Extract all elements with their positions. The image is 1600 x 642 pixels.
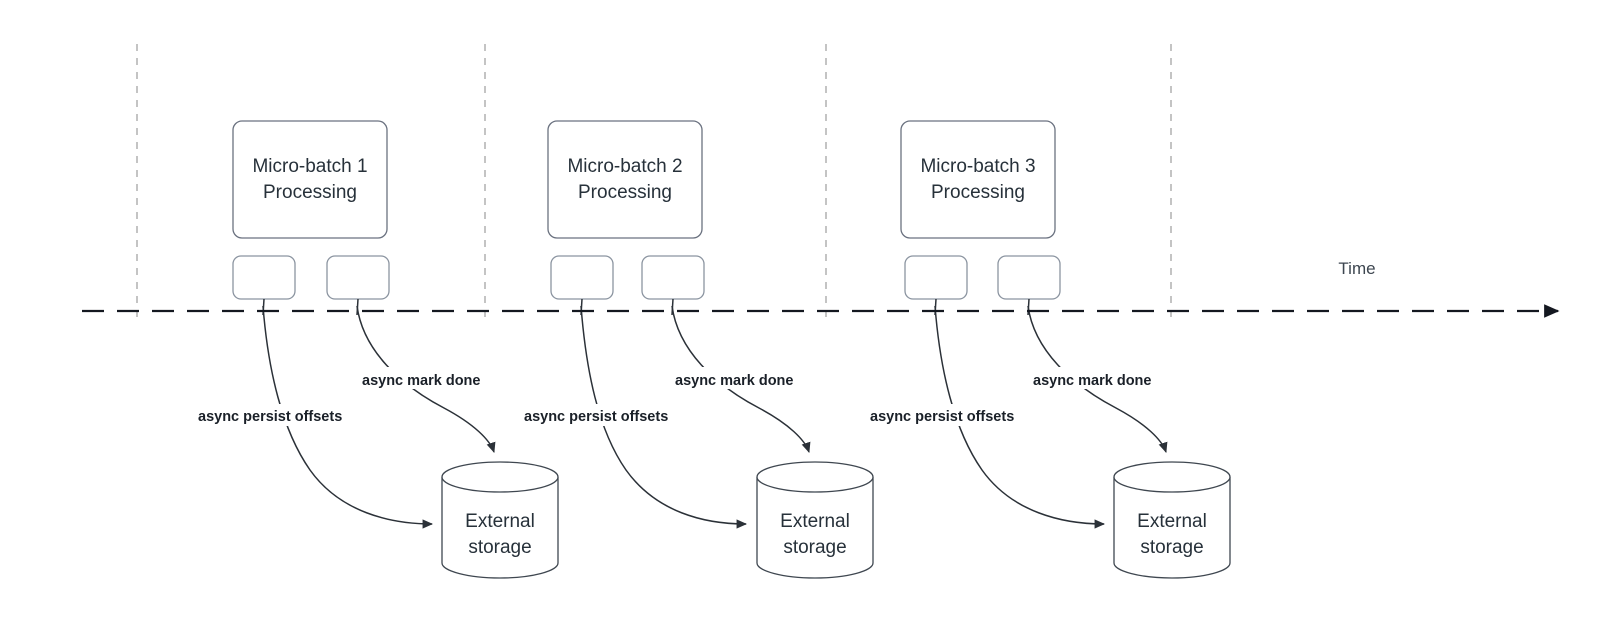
flow-labels: async persist offsets async mark done as…: [196, 367, 1174, 426]
microbatch-process-label-line1: Micro-batch 1: [252, 156, 367, 177]
external-storage-label-line2: storage: [468, 537, 531, 558]
external-storage-cylinder-top-3: [1113, 461, 1231, 493]
task-box-3b[interactable]: [997, 255, 1061, 300]
external-storage-label-line1: External: [1137, 511, 1207, 532]
label-backdrop: [1031, 367, 1174, 389]
external-storage-label-line2: storage: [783, 537, 846, 558]
flow-arrow-mark-done-3: [1027, 305, 1168, 453]
microbatch-process-box-1[interactable]: [232, 120, 388, 239]
task-box-1a[interactable]: [232, 255, 296, 300]
flow-label-mark-done-3: async mark done: [1033, 373, 1151, 389]
microbatch-process-box-2[interactable]: [547, 120, 703, 239]
microbatch-process-box-3[interactable]: [900, 120, 1056, 239]
external-storage-label-line1: External: [780, 511, 850, 532]
label-backdrop: [673, 367, 816, 389]
flow-arrow-persist-offsets-3: [934, 305, 1106, 529]
external-storage-label-line2: storage: [1140, 537, 1203, 558]
label-backdrop: [868, 404, 1046, 426]
microbatch-process-label-line2: Processing: [578, 182, 672, 203]
external-storage-label-line1: External: [465, 511, 535, 532]
external-storage-cylinder-top-1: [441, 461, 559, 493]
microbatch-process-label-line2: Processing: [263, 182, 357, 203]
microbatch-process-label-line1: Micro-batch 2: [567, 156, 682, 177]
flow-label-mark-done-1: async mark done: [362, 373, 480, 389]
group-1: Micro-batch 1 Processing External storag…: [232, 120, 559, 579]
external-storage-cylinder-body-2[interactable]: [756, 477, 874, 579]
external-storage-cylinder-body-1[interactable]: [441, 477, 559, 579]
label-backdrop: [522, 404, 700, 426]
timeline-label: Time: [1338, 259, 1375, 278]
external-storage-cylinder-top-2: [756, 461, 874, 493]
flow-arrow-mark-done-2: [671, 305, 811, 453]
flow-label-persist-offsets-1: async persist offsets: [198, 409, 342, 425]
flow-arrow-persist-offsets-2: [580, 305, 748, 529]
microbatch-process-label-line2: Processing: [931, 182, 1025, 203]
task-box-3a[interactable]: [904, 255, 968, 300]
flow-label-persist-offsets-3: async persist offsets: [870, 409, 1014, 425]
task-box-1b[interactable]: [326, 255, 390, 300]
flow-label-persist-offsets-2: async persist offsets: [524, 409, 668, 425]
group-2: Micro-batch 2 Processing External storag…: [547, 120, 874, 579]
microbatch-process-label-line1: Micro-batch 3: [920, 156, 1035, 177]
task-box-2a[interactable]: [550, 255, 614, 300]
label-backdrop: [360, 367, 503, 389]
flow-arrow-mark-done-1: [356, 305, 496, 453]
group-3: Micro-batch 3 Processing External storag…: [900, 120, 1231, 579]
flow-label-mark-done-2: async mark done: [675, 373, 793, 389]
flow-arrow-persist-offsets-1: [262, 305, 434, 529]
label-backdrop: [196, 404, 374, 426]
external-storage-cylinder-body-3[interactable]: [1113, 477, 1231, 579]
task-box-2b[interactable]: [641, 255, 705, 300]
